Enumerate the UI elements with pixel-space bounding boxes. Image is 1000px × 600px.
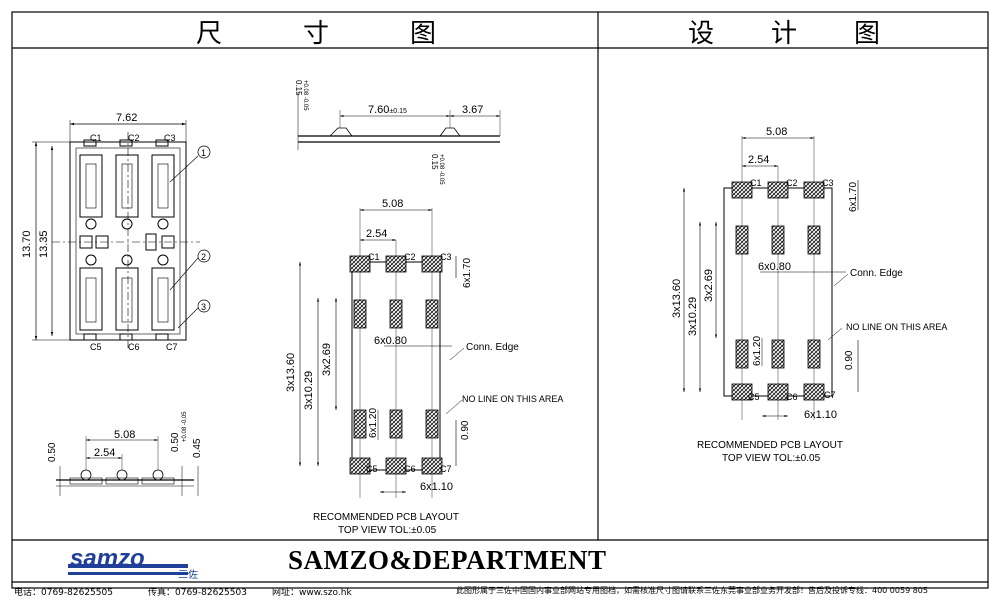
top-thk-bottom-dim: 0.15: [430, 154, 439, 170]
pcb-mid-c2: C2: [404, 252, 416, 262]
right-title-char-2: 计: [770, 18, 797, 49]
part-contact-c2: C2: [128, 133, 140, 143]
footer-phone: 电话：0769-82625505: [14, 588, 113, 598]
pcb-right-caption-1: RECOMMENDED PCB LAYOUT: [697, 440, 843, 451]
part-contact-c6: C6: [128, 342, 140, 352]
pcb-right-conn-edge: Conn. Edge: [850, 268, 903, 279]
pcb-mid-pad-length: 6x1.70: [462, 258, 473, 288]
pcb-right-c7: C7: [824, 390, 836, 400]
left-title-char-2: 寸: [302, 18, 329, 49]
pcb-mid-dim-1-20: 6x1.20: [368, 408, 379, 438]
callout-3: 3: [201, 302, 206, 312]
pcb-right-pad-length: 6x1.70: [848, 182, 859, 212]
part-contact-c1: C1: [90, 133, 102, 143]
top-profile-drawing: [297, 92, 501, 150]
company-name: SAMZO&DEPARTMENT: [288, 545, 607, 575]
footer-fax: 传真：0769-82625503: [148, 588, 247, 598]
footer-website: 网址：www.szo.hk: [272, 588, 352, 598]
part-height-outer-dim: 13.70: [21, 230, 33, 258]
top-overhang-dim: 3.67: [462, 104, 483, 116]
pcb-right-c5: C5: [748, 392, 760, 402]
pcb-mid-dim-2-69: 3x2.69: [321, 343, 333, 376]
pcb-mid-dim-13-60: 3x13.60: [285, 353, 297, 392]
pcb-right-c1: C1: [750, 178, 762, 188]
sheet-frame: [11, 11, 989, 589]
pcb-mid-c3: C3: [440, 252, 452, 262]
pcb-mid-half-pitch-dim: 2.54: [366, 228, 387, 240]
top-thk-bottom-tol: +0.08 -0.05: [438, 154, 444, 185]
part-width-dim: 7.62: [116, 112, 137, 124]
pcb-mid-c5: C5: [366, 464, 378, 474]
pcb-mid-dim-10-29: 3x10.29: [303, 371, 315, 410]
footer-notice: 此图形属于三佐中国国内事业部网站专用图档，如需核准尺寸图请联系三佐东莞事业部业务…: [456, 586, 928, 595]
pcb-right-dim-2-69: 3x2.69: [703, 269, 715, 302]
part-contact-c5: C5: [90, 342, 102, 352]
pcb-right-c6: C6: [786, 392, 798, 402]
pcb-mid-c7: C7: [440, 464, 452, 474]
top-thk-top-dim: 0.15: [294, 80, 303, 96]
pcb-right-pad-width: 6x0.80: [758, 261, 791, 273]
pcb-mid-dim-1-10: 6x1.10: [420, 481, 453, 493]
side-h-left-dim: 0.50: [47, 442, 58, 462]
left-section-title: 尺 寸 图: [196, 14, 436, 49]
pcb-right-c2: C2: [786, 178, 798, 188]
pcb-right-dim-1-10: 6x1.10: [804, 409, 837, 421]
pcb-mid-c1: C1: [368, 252, 380, 262]
pcb-right-dim-13-60: 3x13.60: [671, 279, 683, 318]
pcb-mid-caption-1: RECOMMENDED PCB LAYOUT: [313, 512, 459, 523]
left-title-char-1: 尺: [196, 18, 223, 49]
side-pitch-dim: 5.08: [114, 429, 135, 441]
pcb-right-dim-10-29: 3x10.29: [687, 297, 699, 336]
side-h-mid-dim: 0.50: [170, 432, 181, 452]
right-title-char-1: 设: [688, 18, 715, 49]
part-contact-c7: C7: [166, 342, 178, 352]
pcb-mid-pitch-dim: 5.08: [382, 198, 403, 210]
pcb-right-half-pitch-dim: 2.54: [748, 154, 769, 166]
pcb-right-caption-2: TOP VIEW TOL:±0.05: [722, 453, 821, 464]
side-h-right-dim: 0.45: [192, 438, 203, 458]
right-section-title: 设 计 图: [688, 14, 880, 49]
part-outline-drawing: [32, 120, 211, 350]
pcb-mid-dim-0-90: 0.90: [460, 420, 471, 440]
samzo-logo: samzo 三佐: [68, 545, 198, 580]
pcb-layout-right: [682, 136, 859, 420]
part-height-inner-dim: 13.35: [38, 230, 50, 258]
logo-cn-text: 三佐: [178, 569, 198, 580]
top-length-dim: 7.60±0.15: [368, 104, 407, 116]
pcb-mid-caption-2: TOP VIEW TOL:±0.05: [338, 525, 437, 536]
part-contact-c3: C3: [164, 133, 176, 143]
side-h-mid-tol: +0.08 -0.05: [182, 411, 188, 442]
top-thk-top-tol: +0.08 -0.05: [302, 80, 308, 111]
callout-1: 1: [201, 148, 206, 158]
pcb-layout-middle: [298, 208, 465, 498]
callout-2: 2: [201, 252, 206, 262]
left-title-char-3: 图: [409, 18, 436, 49]
pcb-mid-c6: C6: [404, 464, 416, 474]
pcb-mid-pad-width: 6x0.80: [374, 335, 407, 347]
side-view-drawing: [56, 436, 199, 496]
pcb-mid-conn-edge: Conn. Edge: [466, 342, 519, 353]
right-title-char-3: 图: [853, 18, 880, 49]
pcb-mid-no-line: NO LINE ON THIS AREA: [462, 394, 563, 404]
side-half-pitch-dim: 2.54: [94, 447, 115, 459]
pcb-right-pitch-dim: 5.08: [766, 126, 787, 138]
pcb-right-no-line: NO LINE ON THIS AREA: [846, 322, 947, 332]
pcb-right-dim-0-90: 0.90: [844, 350, 855, 370]
pcb-right-dim-1-20: 6x1.20: [752, 336, 763, 366]
logo-wordmark: samzo: [70, 545, 145, 572]
pcb-right-c3: C3: [822, 178, 834, 188]
